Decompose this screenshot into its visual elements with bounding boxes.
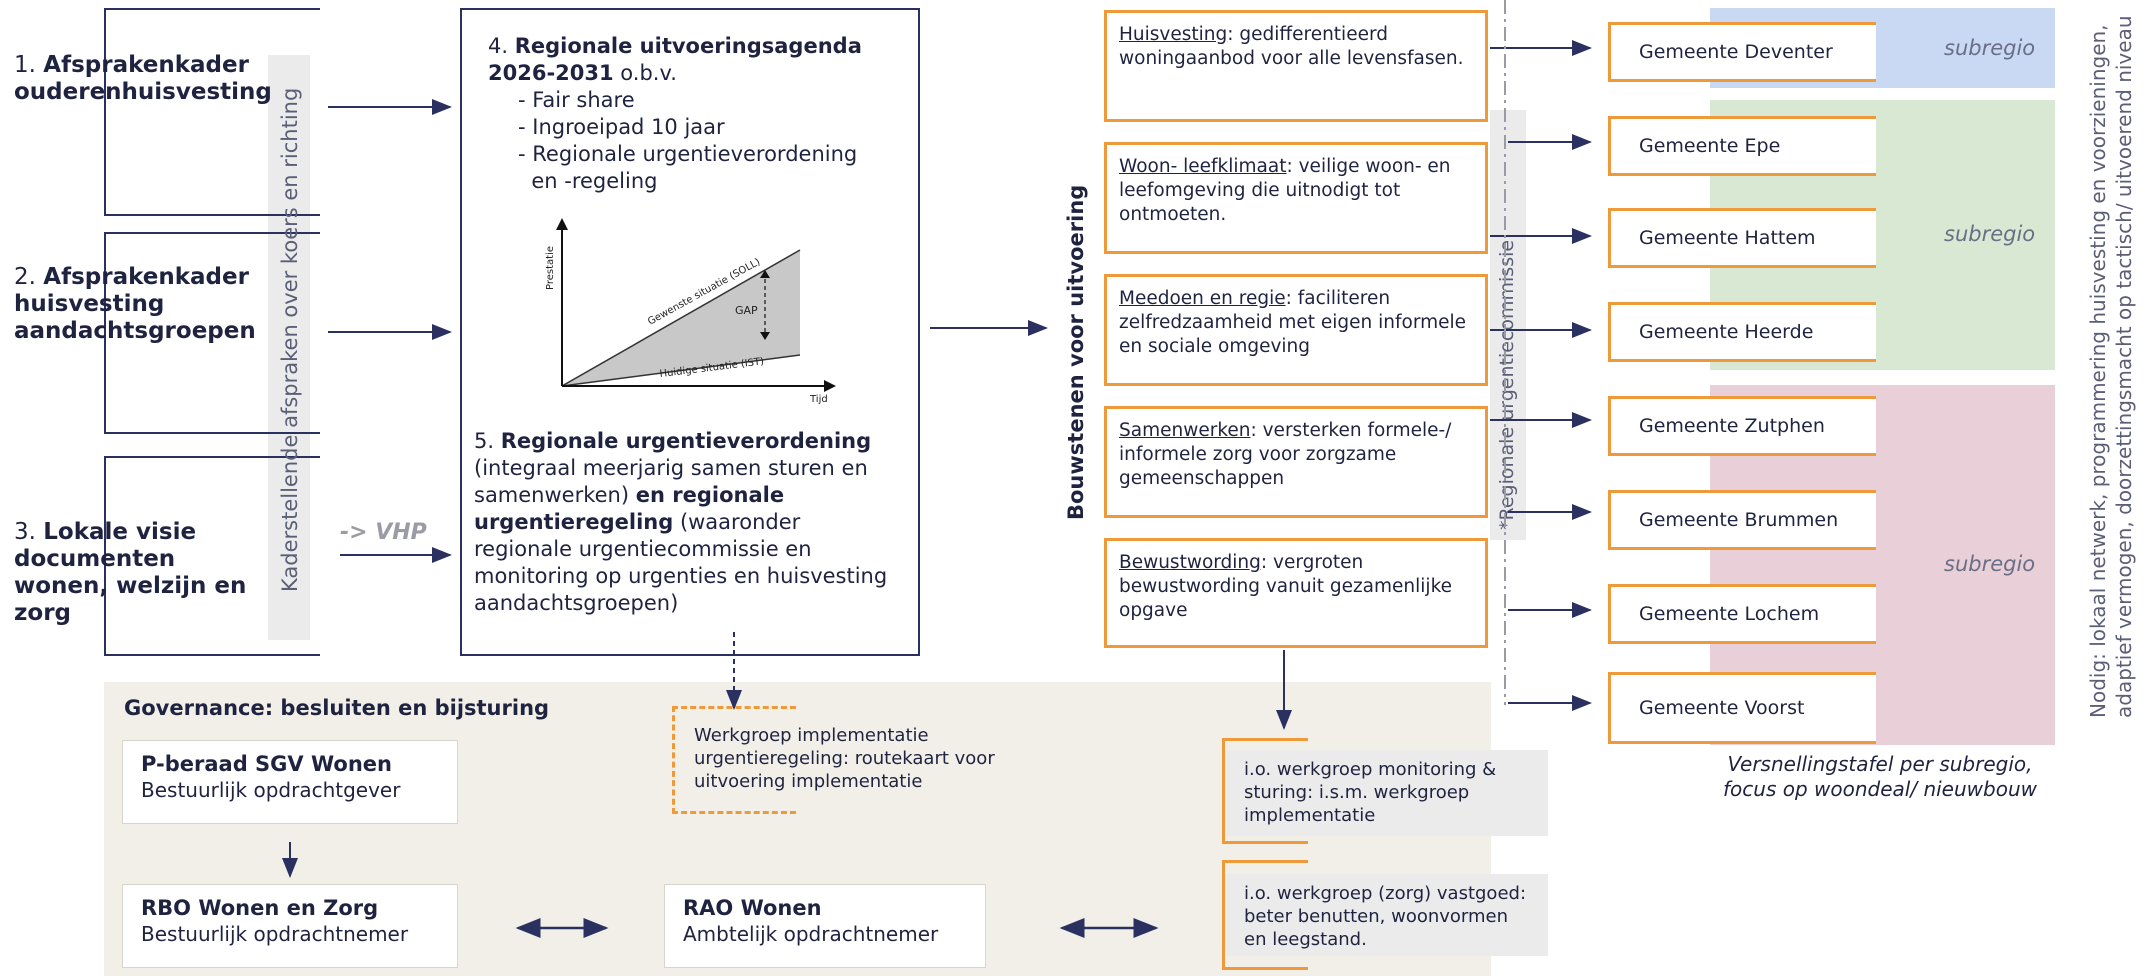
agenda-item: - Fair share — [518, 88, 635, 112]
urgentie-text: 5. Regionale urgentieverordening (integr… — [474, 429, 888, 615]
gemeente-zutphen: Gemeente Zutphen — [1608, 396, 1876, 456]
gemeente-hattem: Gemeente Hattem — [1608, 208, 1876, 268]
werkgroep-monitoring-bracket — [1222, 738, 1308, 844]
bouwsteen-5: Bewustwording: vergroten bewustwording v… — [1104, 538, 1488, 648]
werkgroep-impl-text: Werkgroep implementatie urgentieregeling… — [694, 725, 995, 792]
input-2: 2. Afsprakenkader huisvesting aandachtsg… — [14, 264, 256, 344]
commissie-band — [1490, 110, 1526, 540]
versnelling-text: Versnellingstafel per subregio, focus op… — [1723, 752, 2037, 801]
gap-x-label: Tijd — [809, 394, 828, 405]
vhp-label: -> VHP — [340, 520, 427, 545]
agenda-item: - Ingroeipad 10 jaar — [518, 115, 725, 139]
gap-y-arrow — [556, 218, 568, 230]
input-3-bracket — [104, 456, 320, 656]
werkgroep-monitoring: i.o. werkgroep monitoring & sturing: i.s… — [1224, 750, 1548, 836]
gemeente-heerde: Gemeente Heerde — [1608, 302, 1876, 362]
subregio-label-3: subregio — [1944, 552, 2036, 576]
gemeente-lochem: Gemeente Lochem — [1608, 584, 1876, 644]
gap-label: GAP — [735, 304, 758, 317]
gap-lower-line — [561, 354, 801, 387]
bouwsteen-2: Woon- leefklimaat: veilige woon- en leef… — [1104, 142, 1488, 254]
subregio-label-1: subregio — [1944, 36, 2036, 60]
bouwsteen-4: Samenwerken: versterken formele-/ inform… — [1104, 406, 1488, 518]
input-1: 1. Afsprakenkader ouderenhuisvesting — [14, 52, 272, 105]
input-3: 3. Lokale visie documenten wonen, welzij… — [14, 519, 247, 626]
bouwsteen-3: Meedoen en regie: faciliteren zelfredzaa… — [1104, 274, 1488, 386]
input-2-bracket — [104, 232, 320, 434]
gap-upper-line — [561, 249, 801, 387]
bouwsteen-1: Huisvesting: gedifferentieerd woningaanb… — [1104, 10, 1488, 122]
gemeente-brummen: Gemeente Brummen — [1608, 490, 1876, 550]
input-1-bracket — [104, 8, 320, 216]
governance-title: Governance: besluiten en bijsturing — [124, 696, 550, 720]
gemeente-epe: Gemeente Epe — [1608, 116, 1876, 176]
gemeente-voorst: Gemeente Voorst — [1608, 672, 1876, 744]
gemeente-deventer: Gemeente Deventer — [1608, 22, 1876, 82]
agenda-item: - Regionale urgentieverordening — [518, 142, 858, 166]
subregio-label-2: subregio — [1944, 222, 2036, 246]
werkgroep-vastgoed-bracket — [1222, 860, 1308, 970]
agenda-item: en -regeling — [518, 169, 658, 193]
agenda-text: 4. Regionale uitvoeringsagenda 2026-2031… — [488, 33, 908, 195]
gap-x-arrow — [824, 380, 836, 392]
werkgroep-vastgoed: i.o. werkgroep (zorg) vastgoed: beter be… — [1224, 874, 1548, 956]
kader-band — [268, 55, 310, 640]
gap-y-label: Prestatie — [545, 246, 556, 290]
